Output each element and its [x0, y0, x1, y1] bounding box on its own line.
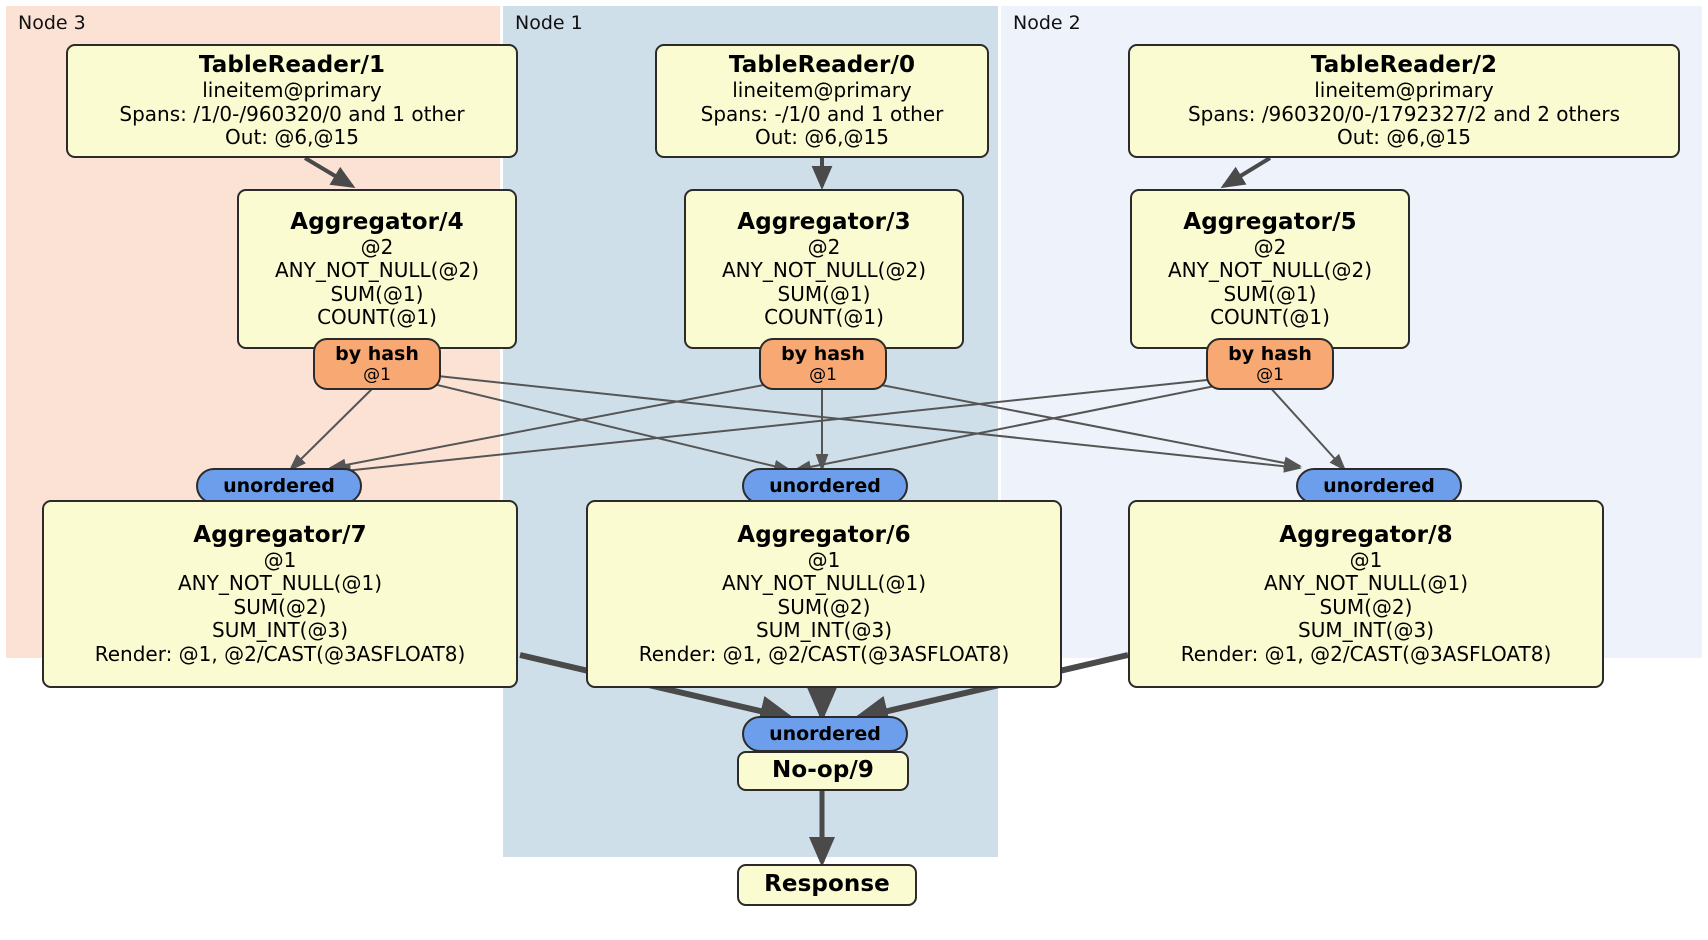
processor-detail-line: SUM_INT(@3) [1298, 618, 1434, 643]
router-label: unordered [1323, 474, 1435, 497]
processor-detail-line: ANY_NOT_NULL(@1) [178, 571, 382, 596]
router-by-hash-right[interactable]: by hash @1 [1206, 338, 1334, 390]
processor-detail-line: @2 [1253, 234, 1287, 259]
router-by-hash-mid[interactable]: by hash @1 [759, 338, 887, 390]
processor-title: Aggregator/8 [1279, 521, 1453, 548]
processor-detail-line: lineitem@primary [202, 78, 382, 103]
processor-detail-line: Spans: /960320/0-/1792327/2 and 2 others [1187, 101, 1620, 126]
node-panel-label-node3: Node 3 [18, 12, 86, 34]
processor-response[interactable]: Response [737, 864, 917, 906]
processor-detail-line: SUM(@1) [1223, 281, 1317, 306]
processor-detail-line: Out: @6,@15 [225, 125, 359, 150]
processor-title: Response [764, 871, 890, 898]
processor-detail-line: COUNT(@1) [764, 304, 884, 329]
processor-table-reader-2[interactable]: TableReader/2 lineitem@primary Spans: /9… [1128, 44, 1680, 158]
processor-title: Aggregator/4 [290, 208, 464, 235]
processor-detail-line: COUNT(@1) [317, 304, 437, 329]
processor-title: TableReader/2 [1310, 52, 1498, 79]
router-label: by hash [335, 342, 419, 365]
processor-detail-line: SUM(@1) [330, 281, 424, 306]
processor-detail-line: @1 [1349, 548, 1383, 573]
processor-detail-line: @1 [263, 548, 297, 573]
router-sublabel: @1 [1256, 364, 1284, 385]
router-unordered-right[interactable]: unordered [1296, 468, 1462, 504]
processor-title: Aggregator/6 [737, 521, 911, 548]
processor-detail-line: Render: @1, @2/CAST(@3ASFLOAT8) [94, 641, 466, 666]
processor-detail-line: Out: @6,@15 [1337, 125, 1471, 150]
processor-title: Aggregator/5 [1183, 208, 1357, 235]
node-panel-label-node1: Node 1 [515, 12, 583, 34]
processor-detail-line: lineitem@primary [732, 78, 912, 103]
processor-detail-line: SUM(@2) [1319, 594, 1413, 619]
processor-detail-line: lineitem@primary [1314, 78, 1494, 103]
processor-aggregator-7[interactable]: Aggregator/7 @1 ANY_NOT_NULL(@1) SUM(@2)… [42, 500, 518, 688]
processor-detail-line: ANY_NOT_NULL(@2) [1168, 258, 1372, 283]
router-label: unordered [223, 474, 335, 497]
processor-detail-line: Out: @6,@15 [755, 125, 889, 150]
processor-title: Aggregator/7 [193, 521, 367, 548]
processor-detail-line: SUM(@2) [777, 594, 871, 619]
processor-detail-line: ANY_NOT_NULL(@1) [722, 571, 926, 596]
processor-detail-line: Spans: -/1/0 and 1 other [700, 101, 944, 126]
processor-detail-line: Render: @1, @2/CAST(@3ASFLOAT8) [638, 641, 1010, 666]
router-label: by hash [781, 342, 865, 365]
router-label: by hash [1228, 342, 1312, 365]
processor-title: TableReader/0 [728, 52, 916, 79]
processor-detail-line: Spans: /1/0-/960320/0 and 1 other [119, 101, 465, 126]
processor-detail-line: ANY_NOT_NULL(@2) [275, 258, 479, 283]
router-unordered-mid[interactable]: unordered [742, 468, 908, 504]
processor-aggregator-4[interactable]: Aggregator/4 @2 ANY_NOT_NULL(@2) SUM(@1)… [237, 189, 517, 349]
router-unordered-left[interactable]: unordered [196, 468, 362, 504]
processor-detail-line: SUM_INT(@3) [212, 618, 348, 643]
processor-detail-line: SUM_INT(@3) [756, 618, 892, 643]
processor-table-reader-0[interactable]: TableReader/0 lineitem@primary Spans: -/… [655, 44, 989, 158]
processor-noop-9[interactable]: No-op/9 [737, 751, 909, 791]
processor-detail-line: @1 [807, 548, 841, 573]
processor-detail-line: @2 [807, 234, 841, 259]
processor-aggregator-8[interactable]: Aggregator/8 @1 ANY_NOT_NULL(@1) SUM(@2)… [1128, 500, 1604, 688]
processor-detail-line: ANY_NOT_NULL(@1) [1264, 571, 1468, 596]
router-by-hash-left[interactable]: by hash @1 [313, 338, 441, 390]
router-label: unordered [769, 722, 881, 745]
router-unordered-final[interactable]: unordered [742, 716, 908, 752]
processor-aggregator-6[interactable]: Aggregator/6 @1 ANY_NOT_NULL(@1) SUM(@2)… [586, 500, 1062, 688]
processor-title: TableReader/1 [198, 52, 386, 79]
processor-aggregator-5[interactable]: Aggregator/5 @2 ANY_NOT_NULL(@2) SUM(@1)… [1130, 189, 1410, 349]
processor-aggregator-3[interactable]: Aggregator/3 @2 ANY_NOT_NULL(@2) SUM(@1)… [684, 189, 964, 349]
processor-detail-line: COUNT(@1) [1210, 304, 1330, 329]
processor-detail-line: Render: @1, @2/CAST(@3ASFLOAT8) [1180, 641, 1552, 666]
processor-detail-line: SUM(@2) [233, 594, 327, 619]
processor-title: No-op/9 [772, 757, 874, 784]
router-sublabel: @1 [809, 364, 837, 385]
processor-detail-line: @2 [360, 234, 394, 259]
node-panel-label-node2: Node 2 [1013, 12, 1081, 34]
processor-title: Aggregator/3 [737, 208, 911, 235]
router-sublabel: @1 [363, 364, 391, 385]
router-label: unordered [769, 474, 881, 497]
processor-detail-line: ANY_NOT_NULL(@2) [722, 258, 926, 283]
processor-detail-line: SUM(@1) [777, 281, 871, 306]
processor-table-reader-1[interactable]: TableReader/1 lineitem@primary Spans: /1… [66, 44, 518, 158]
